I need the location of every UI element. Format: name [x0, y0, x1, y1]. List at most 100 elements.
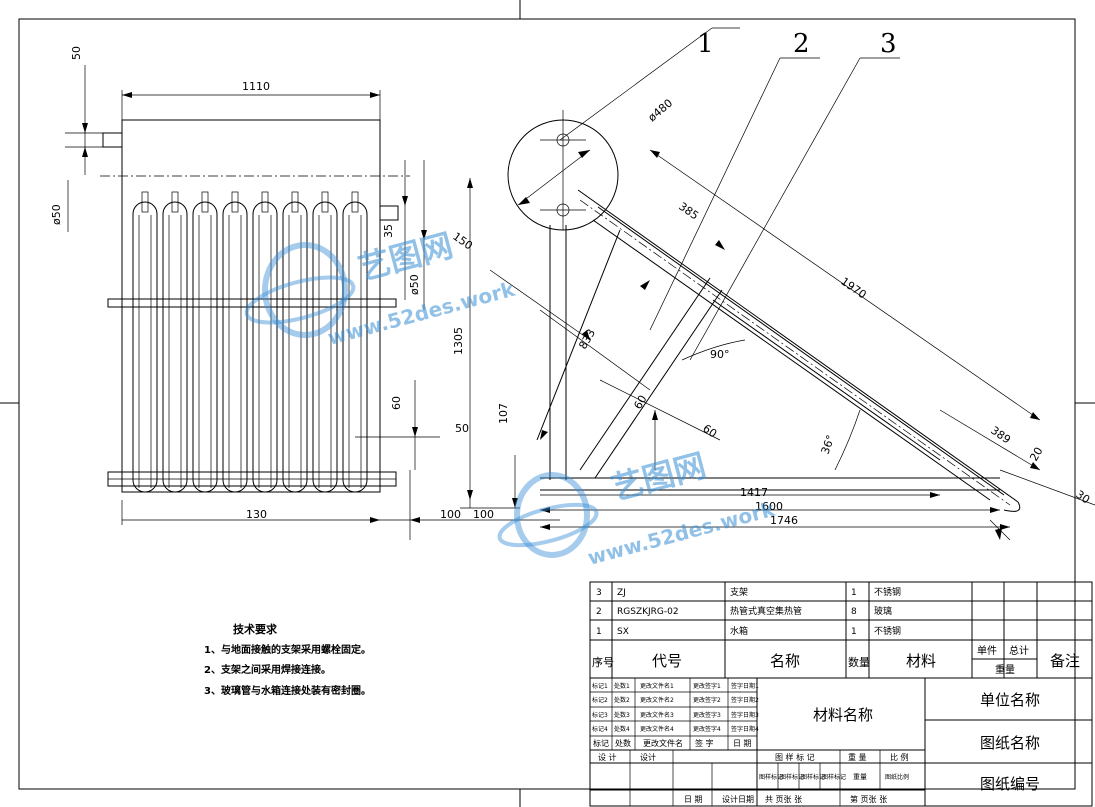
dimension-arrows [82, 92, 518, 523]
dim-1600: 1600 [755, 500, 783, 513]
rev-3-file: 更改文件名3 [640, 711, 674, 719]
rev-1-file: 更改文件名1 [640, 682, 674, 690]
bom-row-3-name: 支架 [730, 586, 748, 598]
front-view [65, 65, 560, 540]
rev-2-date: 签字日期2 [731, 696, 759, 704]
rev-2-file: 更改文件名2 [640, 696, 674, 704]
rev-2-mark: 标记2 [592, 696, 608, 704]
bom-row-1-code: SX [617, 627, 629, 637]
dim-100-right: 100 [473, 508, 494, 521]
bom-row-2-code: RGSZKJRG-02 [617, 607, 679, 617]
bom-row-2-no: 2 [596, 607, 602, 617]
tech-title: 技术要求 [233, 622, 278, 636]
tech-requirements: 技术要求 1、与地面接触的支架采用螺栓固定。 2、支架之间采用焊接连接。 3、玻… [204, 622, 371, 697]
bom-header-weight: 重量 [995, 663, 1015, 676]
watermark-url-2: www.52des.work [585, 497, 778, 570]
bom-header-name: 名称 [770, 652, 800, 670]
watermark-globe-icon [244, 242, 599, 558]
tech-item-3: 3、玻璃管与水箱连接处装有密封圈。 [204, 684, 371, 697]
date-label: 日 期 [684, 795, 703, 804]
dim-150: 150 [450, 230, 475, 253]
tech-item-2: 2、支架之间采用焊接连接。 [204, 663, 331, 676]
bom-header-no: 序号 [592, 655, 614, 669]
weight-label: 重 量 [848, 752, 867, 762]
design-value: 设计 [640, 752, 656, 762]
dim-389: 389 [988, 424, 1013, 447]
callout-1: 1 [697, 29, 714, 59]
date-value: 设计日期 [722, 794, 754, 804]
callout-2: 2 [793, 29, 810, 59]
dim-107: 107 [497, 403, 510, 424]
dim-30: 30 [1073, 488, 1092, 507]
bom-row-3-no: 3 [596, 588, 602, 598]
bom-row-3-code: ZJ [617, 588, 626, 598]
watermark-brand-2: 艺图网 [607, 446, 710, 508]
dim-1305: 1305 [452, 327, 465, 355]
rev-4-date: 签字日期4 [731, 725, 759, 733]
dim-1746: 1746 [770, 514, 798, 527]
bom-header-unit: 单件 [977, 645, 997, 657]
rev-4-file: 更改文件名4 [640, 725, 674, 733]
design-label: 设 计 [598, 752, 617, 762]
rev-3-sign: 更改签字3 [693, 711, 721, 719]
rev-header-file: 更改文件名 [643, 738, 683, 748]
rev-1-count: 处数1 [614, 682, 630, 690]
bom-row-2-material: 玻璃 [874, 605, 892, 617]
dim-pipe-dia: ø50 [50, 204, 63, 225]
rev-2-sign: 更改签字2 [693, 696, 721, 704]
weight-value: 重量 [853, 773, 867, 781]
collector-tubes [132, 191, 368, 493]
inclined-collector [577, 189, 1021, 512]
callouts: 1 2 3 [697, 29, 897, 59]
bom-row-2-qty: 8 [851, 607, 857, 617]
rev-4-sign: 更改签字4 [693, 725, 721, 733]
bom-header-code: 代号 [652, 652, 682, 670]
dim-60: 60 [390, 396, 403, 410]
dim-833: 833 [576, 327, 598, 352]
bom-header-qty: 数量 [848, 656, 870, 669]
stage-cell-2: 图样标记 [780, 773, 804, 781]
rev-4-count: 处数4 [614, 725, 630, 733]
bom-header-material: 材料 [906, 652, 936, 670]
callout-3: 3 [880, 29, 897, 59]
title-block: 标记1 处数1 更改文件名1 更改签字1 签字日期1 标记2 处数2 更改文件名… [589, 677, 1093, 807]
dim-60-b: 60 [700, 422, 719, 441]
bom-header-remark: 备注 [1050, 652, 1080, 670]
rev-1-mark: 标记1 [592, 682, 608, 690]
sheets-label: 共 页张 张 [765, 795, 802, 804]
dim-1970: 1970 [838, 275, 868, 302]
rev-2-count: 处数2 [614, 696, 630, 704]
dim-tank-dia: ø480 [646, 97, 676, 125]
bom-row-1-qty: 1 [851, 627, 857, 637]
unit-name: 单位名称 [980, 691, 1040, 709]
rev-3-count: 处数3 [614, 711, 630, 719]
rev-header-mark: 标记 [593, 738, 609, 748]
drawing-name: 图纸名称 [980, 734, 1040, 752]
stage-label: 图 样 标 记 [775, 752, 815, 762]
dim-1110: 1110 [242, 80, 270, 93]
side-view [489, 27, 1095, 541]
bom-header-total: 总计 [1009, 644, 1029, 657]
rev-header-count: 处数 [615, 738, 631, 748]
rev-1-date: 签字日期1 [731, 682, 759, 690]
rev-header-date: 日 期 [733, 739, 752, 748]
stage-cell-4: 图样标记 [822, 773, 846, 781]
dimension-labels: 1110 50 ø50 35 ø50 1305 60 50 107 130 10… [50, 46, 1092, 527]
watermark-brand: 艺图网 [354, 226, 457, 288]
stage-cell-1: 图样标记 [759, 773, 783, 781]
dim-50-low: 50 [455, 422, 469, 435]
bom-row-3-material: 不锈钢 [874, 586, 901, 598]
rev-4-mark: 标记4 [592, 725, 608, 733]
drawing-no: 图纸编号 [980, 775, 1040, 793]
bom-row-1-name: 水箱 [730, 625, 748, 637]
bom-table: 3 ZJ 支架 1 不锈钢 2 RGSZKJRG-02 热管式真空集热管 8 玻… [589, 581, 1093, 679]
tech-item-1: 1、与地面接触的支架采用螺栓固定。 [204, 643, 371, 656]
dim-100-left: 100 [440, 508, 461, 521]
dim-130: 130 [246, 508, 267, 521]
bom-row-3-qty: 1 [851, 588, 857, 598]
dim-36: 36° [819, 433, 838, 456]
material-name: 材料名称 [813, 706, 873, 724]
dim-50-pipe: ø50 [408, 274, 421, 295]
bom-row-2-name: 热管式真空集热管 [730, 605, 802, 617]
